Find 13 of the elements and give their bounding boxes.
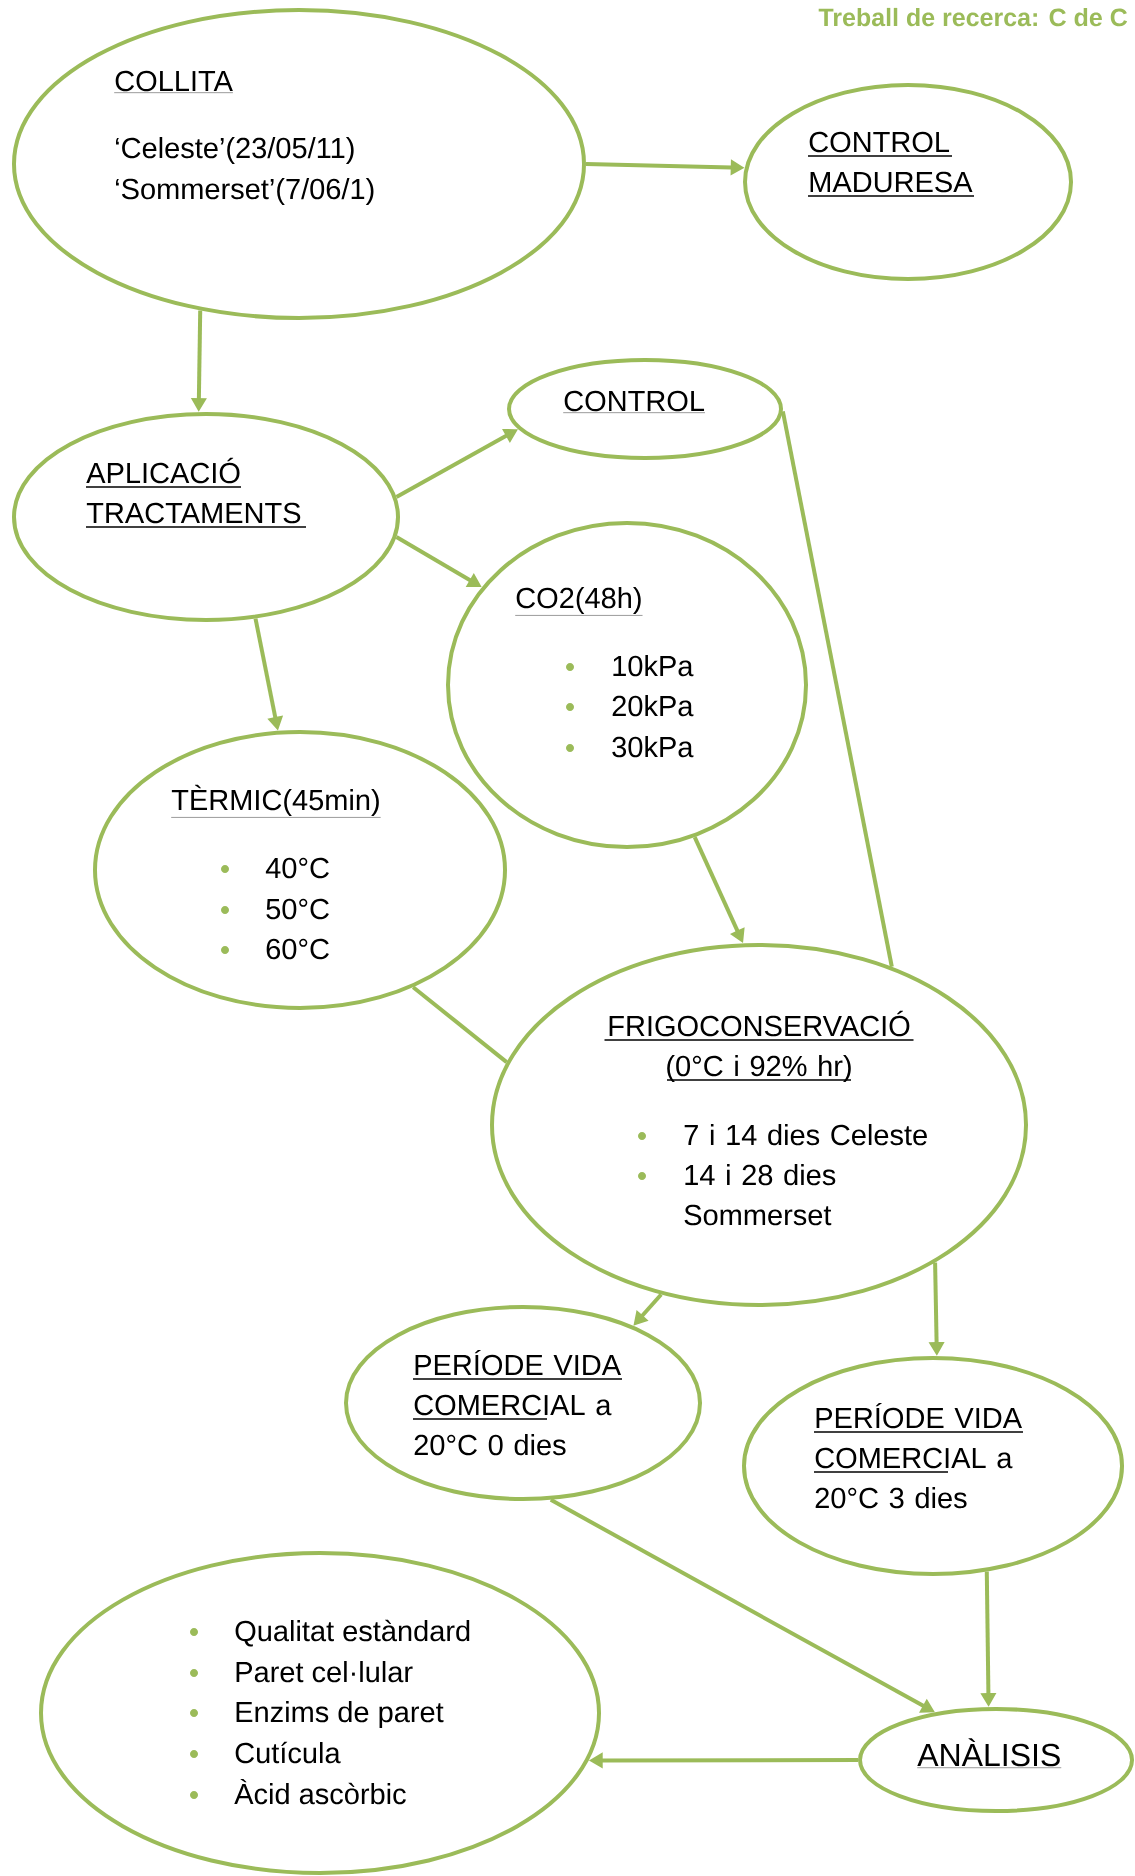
- ellipse-node: CONTROL: [507, 358, 783, 460]
- ellipse-node: CONTROL MADURESA: [743, 83, 1073, 281]
- ellipse-node: TÈRMIC(45min) 40°C 50°C 60°C: [93, 730, 507, 1010]
- ellipse-node: APLICACIÓ TRACTAMENTS: [12, 412, 400, 622]
- ellipse-node: PERÍODE VIDA COMERCIAL a 20°C 0 dies: [344, 1305, 702, 1501]
- page-header: Treball de recerca: C de C: [818, 7, 1128, 27]
- ellipse-node: CO2(48h) 10kPa 20kPa 30kPa: [446, 521, 808, 849]
- connector-line: [780, 411, 894, 968]
- ellipse-node: ANÀLISIS: [858, 1707, 1134, 1813]
- ellipse-node: Qualitat estàndard Paret cel·lular Enzims de paret Cutícula Àcid ascòrbic: [39, 1551, 601, 1876]
- connector-line: [411, 985, 508, 1064]
- ellipse-node: PERÍODE VIDA COMERCIAL a 20°C 3 dies: [742, 1356, 1124, 1576]
- ellipse-node: COLLITA ‘Celeste’(23/05/11) ‘Sommerset’(7/06/1): [12, 8, 586, 320]
